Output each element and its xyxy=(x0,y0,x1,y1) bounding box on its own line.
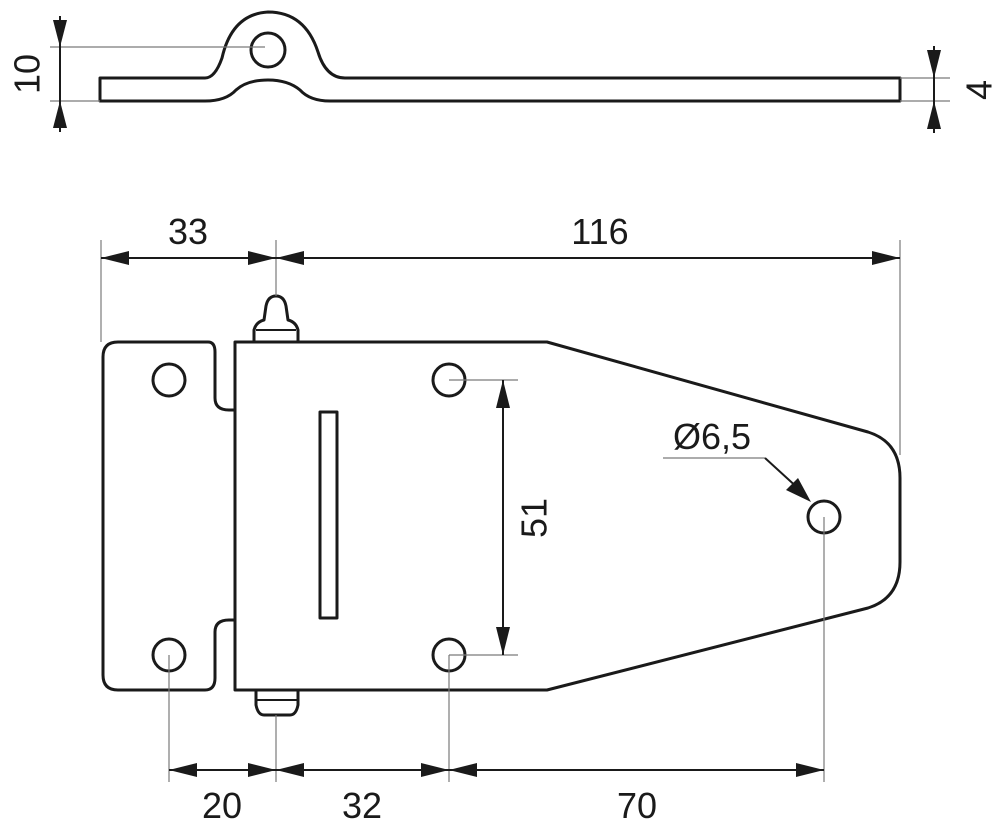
hole-left-top xyxy=(151,362,187,398)
arrow-4-top xyxy=(927,50,941,78)
arrow-10-top xyxy=(53,20,67,47)
pin-cap-bottom xyxy=(254,688,300,717)
label-51: 51 xyxy=(514,498,555,538)
arrow-70-left xyxy=(449,763,477,777)
right-leaf xyxy=(233,340,902,692)
label-hole-diameter: Ø6,5 xyxy=(673,416,751,457)
arrow-32-right xyxy=(421,763,449,777)
pin-cap-top xyxy=(252,294,300,344)
arrow-51-bottom xyxy=(496,627,510,655)
knuckle-strip xyxy=(318,410,339,620)
arrow-51-top xyxy=(496,380,510,408)
label-20: 20 xyxy=(202,785,242,825)
arrow-20-left xyxy=(169,763,197,777)
label-33: 33 xyxy=(168,211,208,252)
label-70: 70 xyxy=(617,785,657,825)
side-view-plate xyxy=(98,10,902,103)
front-view xyxy=(101,294,902,717)
arrow-70-right xyxy=(796,763,824,777)
label-116: 116 xyxy=(571,211,628,252)
arrow-32-left xyxy=(276,763,304,777)
front-dimensions: 33 116 51 Ø6,5 20 32 xyxy=(100,211,901,825)
arrow-4-bottom xyxy=(927,101,941,129)
arrow-33-left xyxy=(101,251,129,265)
arrow-10-bottom xyxy=(53,101,67,128)
arrow-hole-leader xyxy=(786,478,811,502)
label-32: 32 xyxy=(342,785,382,825)
left-leaf xyxy=(101,340,237,692)
side-view-pin-hole xyxy=(249,31,287,69)
arrow-116-left xyxy=(276,251,304,265)
label-10: 10 xyxy=(7,54,48,94)
arrow-33-right xyxy=(248,251,276,265)
label-4: 4 xyxy=(959,80,1000,100)
side-view: 10 4 xyxy=(7,10,1000,133)
arrow-20-right xyxy=(248,763,276,777)
arrow-116-right xyxy=(872,251,900,265)
